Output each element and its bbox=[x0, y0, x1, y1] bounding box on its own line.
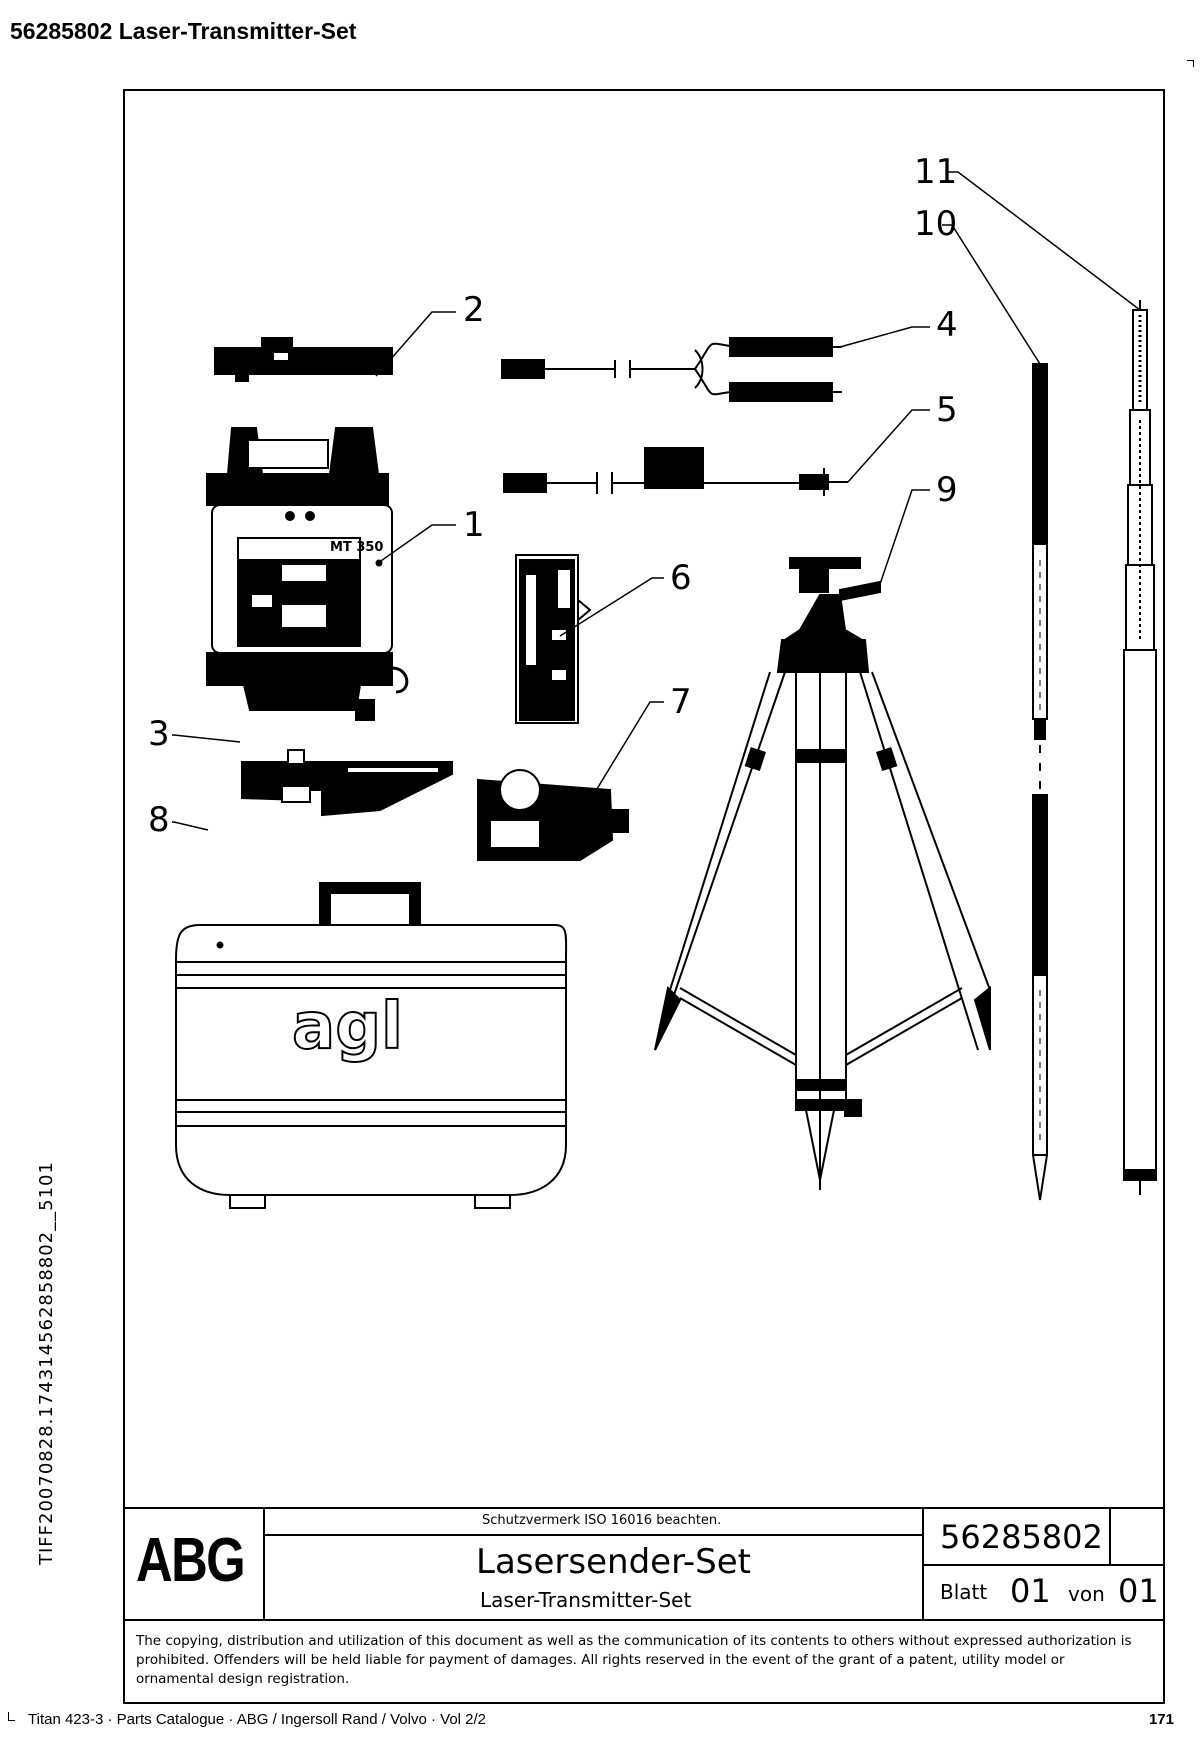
callout-11: 11 bbox=[914, 152, 958, 192]
part-11-level-rod bbox=[1123, 300, 1157, 1195]
page-title: 56285802 Laser-Transmitter-Set bbox=[10, 18, 357, 44]
part-1-laser-transmitter bbox=[206, 427, 409, 721]
sheet-number: 01 bbox=[1010, 1572, 1051, 1610]
callout-8: 8 bbox=[148, 800, 170, 840]
part-10-staff bbox=[1032, 363, 1048, 1201]
title-german: Lasersender-Set bbox=[476, 1542, 751, 1582]
part-4-charger-cable bbox=[501, 337, 842, 402]
sheet-label: Blatt bbox=[940, 1580, 988, 1604]
page-number: 171 bbox=[1148, 1711, 1174, 1728]
part-8-case bbox=[175, 882, 568, 1209]
abg-logo: ABG bbox=[136, 1526, 246, 1595]
callout-9: 9 bbox=[936, 470, 958, 510]
leader-lines bbox=[172, 171, 1141, 831]
footer-text: Titan 423-3 · Parts Catalogue · ABG / In… bbox=[28, 1711, 487, 1728]
title-english: Laser-Transmitter-Set bbox=[480, 1588, 692, 1612]
of-label: von bbox=[1068, 1582, 1105, 1606]
part-5-power-adapter bbox=[503, 447, 848, 496]
copyright-notice: The copying, distribution and utilizatio… bbox=[136, 1633, 1132, 1687]
callout-4: 4 bbox=[936, 305, 958, 345]
sheet-total: 01 bbox=[1118, 1572, 1159, 1610]
drawing-number: 56285802 bbox=[940, 1518, 1103, 1556]
part-3-bracket bbox=[241, 749, 453, 817]
case-brand-logo: agl bbox=[291, 989, 404, 1065]
callout-5: 5 bbox=[936, 390, 958, 430]
callout-1: 1 bbox=[463, 505, 485, 545]
laser-model-label: MT 350 bbox=[330, 540, 384, 555]
callout-7: 7 bbox=[670, 682, 692, 722]
part-7-receiver bbox=[477, 769, 629, 861]
callout-6: 6 bbox=[670, 558, 692, 598]
crop-mark-bottom bbox=[8, 1712, 15, 1721]
callout-10: 10 bbox=[914, 204, 958, 244]
part-2-scope bbox=[214, 337, 393, 382]
callout-3: 3 bbox=[148, 714, 170, 754]
drawing-frame bbox=[123, 89, 1165, 1704]
callout-2: 2 bbox=[463, 290, 485, 330]
crop-mark bbox=[1187, 60, 1194, 67]
protection-note: Schutzvermerk ISO 16016 beachten. bbox=[482, 1513, 722, 1528]
part-9-tripod bbox=[654, 557, 991, 1190]
part-6-remote bbox=[515, 554, 592, 724]
